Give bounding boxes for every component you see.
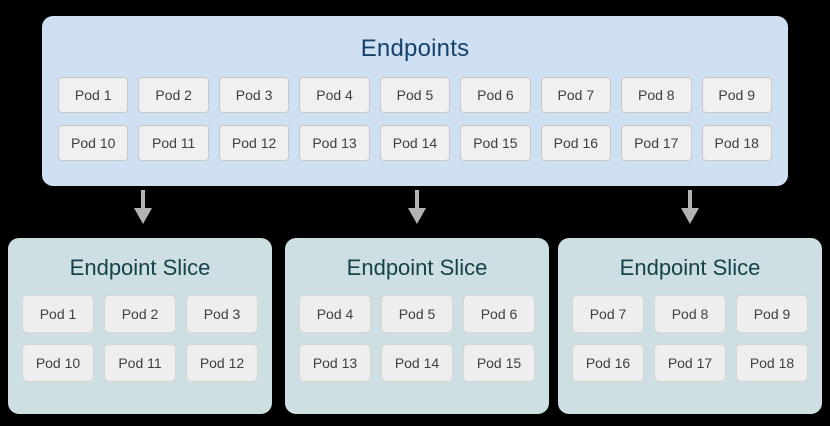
pod-chip: Pod 3 bbox=[186, 295, 258, 333]
slice-pod-row-1: Pod 1 Pod 2 Pod 3 bbox=[22, 295, 258, 333]
pod-chip: Pod 13 bbox=[299, 344, 371, 382]
pod-chip: Pod 15 bbox=[460, 125, 531, 161]
pod-chip: Pod 2 bbox=[138, 77, 209, 113]
pod-chip: Pod 5 bbox=[381, 295, 453, 333]
pod-chip: Pod 8 bbox=[621, 77, 692, 113]
pod-chip: Pod 10 bbox=[58, 125, 129, 161]
pod-chip: Pod 8 bbox=[654, 295, 726, 333]
endpoint-slice-title: Endpoint Slice bbox=[69, 255, 211, 280]
pod-chip: Pod 15 bbox=[463, 344, 535, 382]
endpoint-slice-panel-2: Endpoint Slice Pod 4 Pod 5 Pod 6 Pod 13 … bbox=[285, 238, 549, 414]
endpoints-panel: Endpoints Pod 1 Pod 2 Pod 3 Pod 4 Pod 5 … bbox=[42, 16, 788, 186]
pod-chip: Pod 3 bbox=[218, 77, 290, 113]
endpoints-pod-row-1: Pod 1 Pod 2 Pod 3 Pod 4 Pod 5 Pod 6 Pod … bbox=[58, 77, 772, 113]
arrow-down-icon bbox=[131, 190, 155, 224]
pod-chip: Pod 1 bbox=[22, 295, 94, 333]
pod-chip: Pod 2 bbox=[104, 295, 176, 333]
pod-chip: Pod 18 bbox=[701, 125, 772, 161]
slice-pod-grid: Pod 4 Pod 5 Pod 6 Pod 13 Pod 14 Pod 15 bbox=[285, 281, 549, 382]
pod-chip: Pod 9 bbox=[701, 77, 772, 113]
pod-chip: Pod 1 bbox=[58, 77, 129, 113]
arrow-down-icon bbox=[405, 190, 429, 224]
pod-chip: Pod 4 bbox=[299, 295, 371, 333]
slice-pod-row-2: Pod 16 Pod 17 Pod 18 bbox=[572, 344, 808, 382]
endpoint-slice-title: Endpoint Slice bbox=[346, 255, 488, 280]
pod-chip: Pod 12 bbox=[218, 125, 290, 161]
pod-chip: Pod 14 bbox=[379, 125, 451, 161]
pod-chip: Pod 7 bbox=[572, 295, 644, 333]
pod-chip: Pod 17 bbox=[621, 125, 692, 161]
pod-chip: Pod 16 bbox=[572, 344, 644, 382]
slice-pod-row-1: Pod 4 Pod 5 Pod 6 bbox=[299, 295, 535, 333]
pod-chip: Pod 18 bbox=[736, 344, 808, 382]
endpoint-slice-panel-1: Endpoint Slice Pod 1 Pod 2 Pod 3 Pod 10 … bbox=[8, 238, 272, 414]
slice-pod-row-1: Pod 7 Pod 8 Pod 9 bbox=[572, 295, 808, 333]
slice-pod-row-2: Pod 13 Pod 14 Pod 15 bbox=[299, 344, 535, 382]
pod-chip: Pod 11 bbox=[138, 125, 209, 161]
pod-chip: Pod 17 bbox=[654, 344, 726, 382]
pod-chip: Pod 6 bbox=[463, 295, 535, 333]
arrow-down-icon bbox=[678, 190, 702, 224]
endpoints-pod-row-2: Pod 10 Pod 11 Pod 12 Pod 13 Pod 14 Pod 1… bbox=[58, 125, 772, 161]
endpoint-slice-panel-3: Endpoint Slice Pod 7 Pod 8 Pod 9 Pod 16 … bbox=[558, 238, 822, 414]
pod-chip: Pod 9 bbox=[736, 295, 808, 333]
pod-chip: Pod 7 bbox=[540, 77, 612, 113]
endpoints-title: Endpoints bbox=[360, 35, 470, 62]
endpoint-slice-title: Endpoint Slice bbox=[619, 255, 761, 280]
slice-pod-grid: Pod 1 Pod 2 Pod 3 Pod 10 Pod 11 Pod 12 bbox=[8, 281, 272, 382]
endpoints-pod-grid: Pod 1 Pod 2 Pod 3 Pod 4 Pod 5 Pod 6 Pod … bbox=[42, 63, 788, 161]
pod-chip: Pod 5 bbox=[379, 77, 451, 113]
pod-chip: Pod 10 bbox=[22, 344, 94, 382]
pod-chip: Pod 12 bbox=[186, 344, 258, 382]
pod-chip: Pod 13 bbox=[299, 125, 370, 161]
slice-pod-grid: Pod 7 Pod 8 Pod 9 Pod 16 Pod 17 Pod 18 bbox=[558, 281, 822, 382]
pod-chip: Pod 16 bbox=[540, 125, 612, 161]
pod-chip: Pod 4 bbox=[299, 77, 370, 113]
slice-pod-row-2: Pod 10 Pod 11 Pod 12 bbox=[22, 344, 258, 382]
pod-chip: Pod 11 bbox=[104, 344, 176, 382]
pod-chip: Pod 14 bbox=[381, 344, 453, 382]
pod-chip: Pod 6 bbox=[460, 77, 531, 113]
